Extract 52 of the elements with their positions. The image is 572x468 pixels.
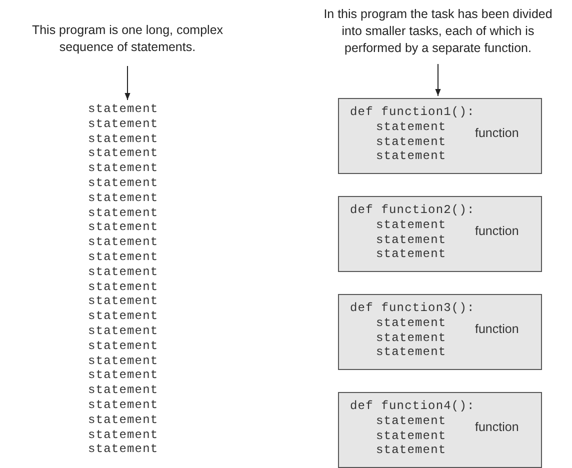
code-line: statement — [88, 280, 158, 294]
code-line: statement — [88, 132, 158, 146]
code-line: statement — [88, 442, 158, 458]
code-line: statement — [88, 206, 158, 220]
function-box — [338, 196, 542, 272]
code-line: statement — [376, 316, 446, 331]
arrow — [435, 64, 441, 96]
arrow — [124, 66, 130, 100]
code-line: statement — [88, 235, 158, 250]
code-line: statement — [376, 232, 446, 248]
code-line: statement — [88, 428, 158, 442]
code-line: statement — [88, 176, 158, 191]
code-line: statement — [88, 116, 158, 132]
function-box — [338, 98, 542, 174]
caption-text: In this program the task has been divided into smaller tasks, each of which is performed by a separate function. — [318, 6, 558, 60]
code-line: def function3(): — [350, 301, 475, 316]
code-line: statement — [88, 338, 158, 354]
code-line: statement — [88, 190, 158, 206]
code-line: statement — [88, 354, 158, 368]
code-line: statement — [88, 264, 158, 280]
code-line: statement — [88, 412, 158, 428]
code-line: statement — [88, 294, 158, 310]
function-box — [338, 294, 542, 370]
function-label: function — [475, 126, 519, 140]
code-line: statement — [88, 309, 158, 324]
code-line: statement — [88, 398, 158, 413]
code-line: statement — [376, 218, 446, 233]
code-line: statement — [376, 330, 446, 346]
code-line: statement — [376, 414, 446, 429]
code-line: statement — [88, 220, 158, 236]
code-line: statement — [88, 368, 158, 384]
code-line: statement — [88, 102, 158, 117]
code-line: statement — [88, 324, 158, 339]
code-line: statement — [376, 247, 446, 262]
function-label: function — [475, 224, 519, 238]
code-line: statement — [88, 161, 158, 176]
function-box — [338, 392, 542, 468]
code-line: statement — [376, 345, 446, 360]
code-line: statement — [376, 149, 446, 164]
function-label: function — [475, 322, 519, 336]
code-line: statement — [88, 250, 158, 265]
code-line: statement — [376, 428, 446, 444]
code-line: statement — [376, 134, 446, 150]
function-label: function — [475, 420, 519, 434]
caption-text: This program is one long, complex sequence of statements. — [10, 22, 245, 62]
code-line: statement — [376, 120, 446, 135]
code-line: statement — [88, 146, 158, 162]
code-line: def function4(): — [350, 399, 475, 414]
code-line: statement — [88, 383, 158, 398]
code-line: statement — [376, 443, 446, 458]
code-line: def function2(): — [350, 203, 475, 218]
code-line: def function1(): — [350, 105, 475, 120]
